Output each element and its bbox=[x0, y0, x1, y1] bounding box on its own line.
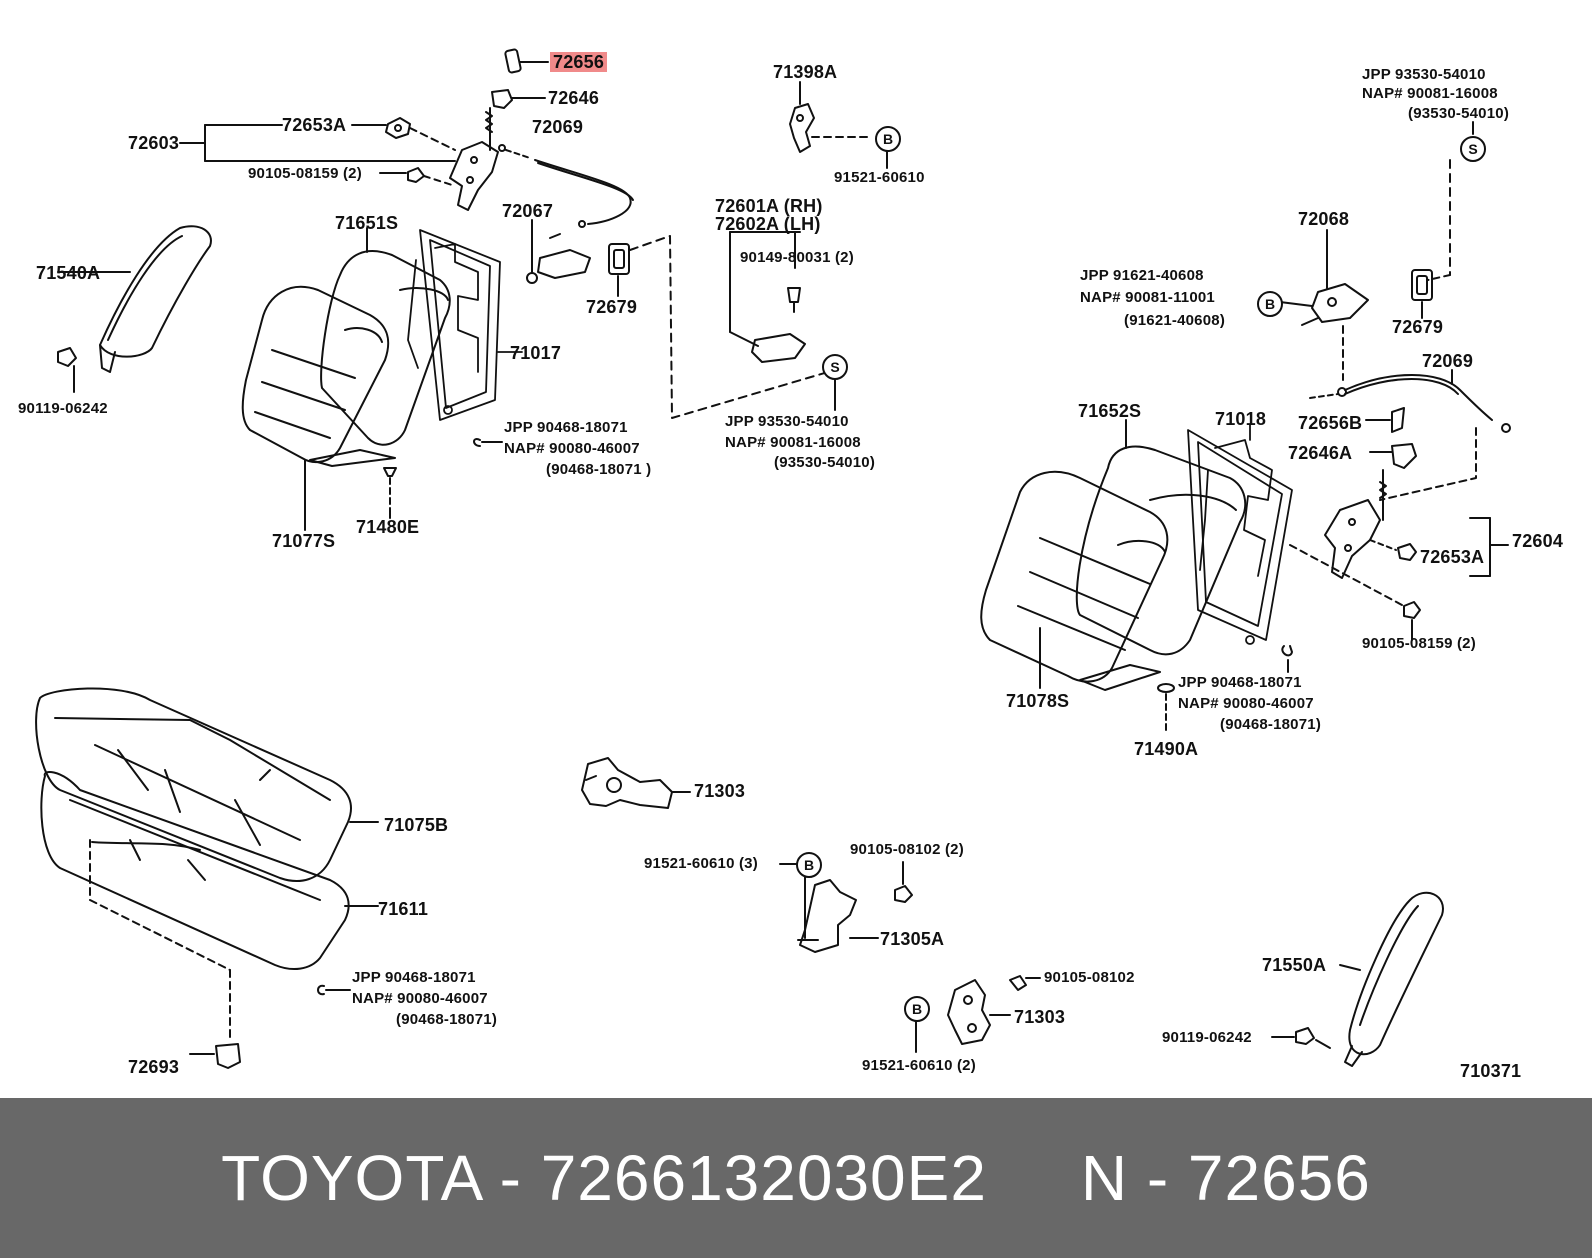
left-lock-assembly bbox=[179, 48, 829, 419]
label-72602A: 72602A (LH) bbox=[715, 214, 821, 234]
part-71305A bbox=[797, 861, 913, 953]
part-71078S bbox=[980, 470, 1169, 691]
label-71017: 71017 bbox=[510, 343, 562, 363]
part-71550A bbox=[1271, 891, 1444, 1067]
label-71077S: 71077S bbox=[272, 531, 336, 551]
label-72679-right: 72679 bbox=[1392, 317, 1444, 337]
right-lock-assembly bbox=[1279, 121, 1511, 641]
label-71018: 71018 bbox=[1215, 409, 1267, 429]
label-71611: 71611 bbox=[378, 899, 429, 919]
label-nap-s-mid: NAP# 90081-16008 bbox=[725, 434, 861, 451]
label-710371: 710371 bbox=[1460, 1061, 1522, 1081]
cushion-mount-dash bbox=[89, 839, 241, 1069]
label-71651S: 71651S bbox=[335, 213, 399, 233]
label-nap-clip-right: NAP# 90080-46007 bbox=[1178, 695, 1314, 712]
label-72656-highlighted: 72656 bbox=[550, 52, 608, 72]
label-72656B: 72656B bbox=[1298, 413, 1363, 433]
part-71018 bbox=[1187, 424, 1293, 645]
label-72653A-right: 72653A bbox=[1420, 547, 1485, 567]
part-71652S bbox=[1075, 419, 1247, 656]
circle-mark-b-right: B bbox=[1257, 291, 1283, 317]
label-jpp-s-mid: JPP 93530-54010 bbox=[725, 413, 849, 430]
label-72068: 72068 bbox=[1298, 209, 1350, 229]
label-71480E: 71480E bbox=[356, 517, 420, 537]
label-alt-clip-right: (90468-18071) bbox=[1220, 716, 1322, 733]
footer-bar: TOYOTA - 7266132030E2 N - 72656 bbox=[0, 1098, 1592, 1258]
label-alt-b-right: (91621-40608) bbox=[1124, 312, 1226, 329]
label-72069-left: 72069 bbox=[532, 117, 584, 137]
label-90105-08159-left: 90105-08159 (2) bbox=[248, 165, 362, 182]
clip-right bbox=[1281, 645, 1293, 657]
label-71303-top: 71303 bbox=[694, 781, 746, 801]
label-90149-80031: 90149-80031 (2) bbox=[740, 249, 854, 266]
part-71017 bbox=[407, 229, 523, 421]
label-72601A: 72601A (RH) bbox=[715, 196, 823, 216]
parts-diagram: 72656 72646 72653A 72603 72069 90105-081… bbox=[18, 48, 1564, 1081]
label-90105-08159-right: 90105-08159 (2) bbox=[1362, 635, 1476, 652]
label-72604: 72604 bbox=[1512, 531, 1564, 551]
label-71490A: 71490A bbox=[1134, 739, 1199, 759]
part-72601A bbox=[729, 231, 806, 363]
label-91521-60610-3: 91521-60610 (3) bbox=[644, 855, 758, 872]
label-alt-s-right: (93530-54010) bbox=[1408, 105, 1510, 122]
circle-mark-s-mid: S bbox=[822, 354, 848, 380]
clip-bottom bbox=[317, 984, 325, 996]
footer-part-number: TOYOTA - 7266132030E2 N - 72656 bbox=[221, 1142, 1371, 1214]
part-71611 bbox=[40, 770, 379, 971]
clip-left bbox=[473, 438, 481, 447]
label-90119-06242-right: 90119-06242 bbox=[1162, 1029, 1252, 1046]
label-71303-bottom: 71303 bbox=[1014, 1007, 1066, 1027]
label-72069-right: 72069 bbox=[1422, 351, 1474, 371]
label-91521-60610-2: 91521-60610 (2) bbox=[862, 1057, 976, 1074]
label-alt-clip-left: (90468-18071 ) bbox=[546, 461, 652, 478]
circle-mark-b-hinge: B bbox=[796, 852, 822, 878]
circle-mark-b-bottom: B bbox=[904, 996, 930, 1022]
circle-mark-s-right: S bbox=[1460, 136, 1486, 162]
label-71075B: 71075B bbox=[384, 815, 449, 835]
label-90119-06242-left: 90119-06242 bbox=[18, 400, 108, 417]
part-71651S bbox=[320, 227, 451, 446]
part-71077S bbox=[241, 285, 396, 531]
part-71398A bbox=[789, 81, 888, 169]
label-alt-clip-bottom: (90468-18071) bbox=[396, 1011, 498, 1028]
label-nap-clip-bottom: NAP# 90080-46007 bbox=[352, 990, 488, 1007]
circle-mark-b-top: B bbox=[875, 126, 901, 152]
label-72693: 72693 bbox=[128, 1057, 180, 1077]
label-nap-s-right: NAP# 90081-16008 bbox=[1362, 85, 1498, 102]
part-71480E bbox=[383, 467, 397, 519]
label-nap-b-right: NAP# 90081-11001 bbox=[1080, 289, 1215, 306]
part-71303-top bbox=[581, 757, 691, 809]
label-jpp-clip-left: JPP 90468-18071 bbox=[504, 419, 628, 436]
label-91521-60610-top: 91521-60610 bbox=[834, 169, 925, 186]
label-72679-left: 72679 bbox=[586, 297, 638, 317]
label-90105-08102-2: 90105-08102 (2) bbox=[850, 841, 964, 858]
part-71075B bbox=[35, 687, 379, 882]
label-nap-clip-left: NAP# 90080-46007 bbox=[504, 440, 640, 457]
label-71305A: 71305A bbox=[880, 929, 945, 949]
label-72603: 72603 bbox=[128, 133, 180, 153]
part-71303-bottom bbox=[915, 975, 1041, 1053]
label-jpp-clip-bottom: JPP 90468-18071 bbox=[352, 969, 476, 986]
label-71652S: 71652S bbox=[1078, 401, 1142, 421]
label-72646: 72646 bbox=[548, 88, 600, 108]
label-72067: 72067 bbox=[502, 201, 554, 221]
label-jpp-s-right: JPP 93530-54010 bbox=[1362, 66, 1486, 83]
label-90105-08102: 90105-08102 bbox=[1044, 969, 1135, 986]
label-71550A: 71550A bbox=[1262, 955, 1327, 975]
diagram-drawing bbox=[35, 48, 1511, 1069]
label-72653A-left: 72653A bbox=[282, 115, 347, 135]
label-71398A: 71398A bbox=[773, 62, 838, 82]
part-71490A bbox=[1157, 683, 1175, 735]
label-72646A: 72646A bbox=[1288, 443, 1353, 463]
label-71078S: 71078S bbox=[1006, 691, 1070, 711]
label-71540A: 71540A bbox=[36, 263, 101, 283]
label-alt-s-mid: (93530-54010) bbox=[774, 454, 876, 471]
label-jpp-b-right: JPP 91621-40608 bbox=[1080, 267, 1204, 284]
label-jpp-clip-right: JPP 90468-18071 bbox=[1178, 674, 1302, 691]
part-71540A bbox=[57, 225, 212, 393]
